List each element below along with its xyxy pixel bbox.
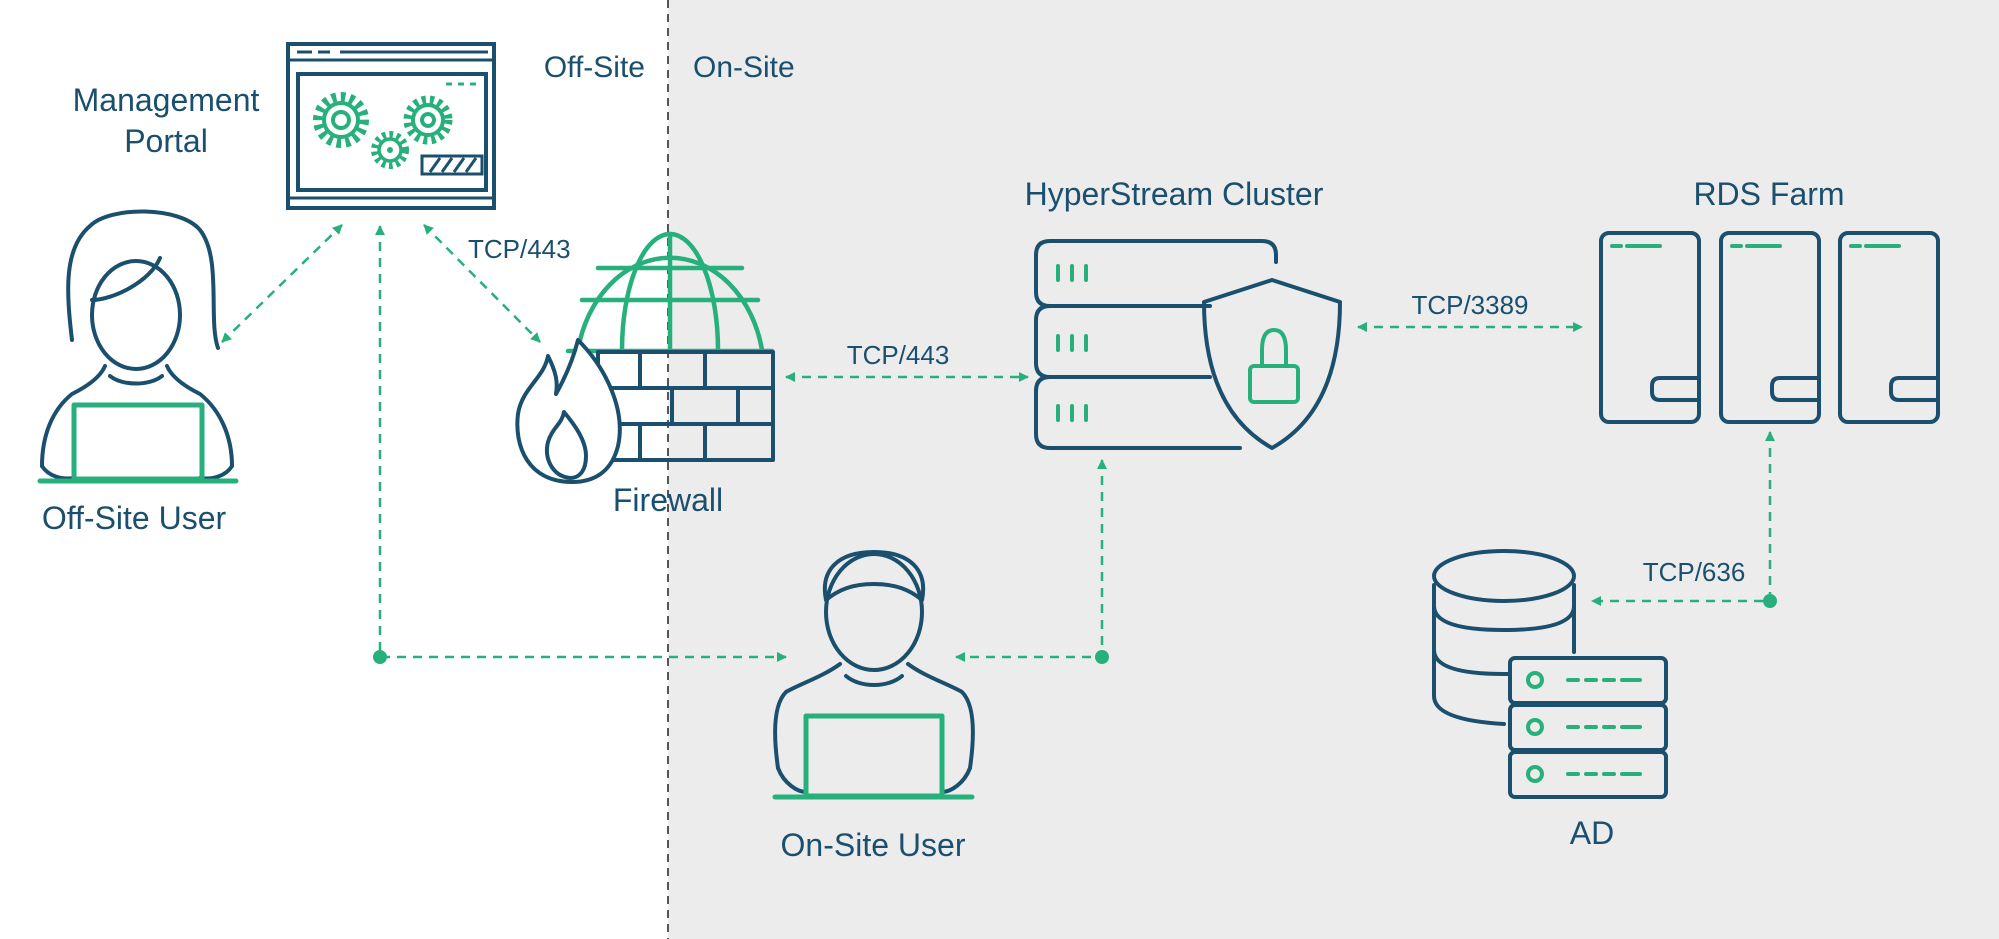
onsite-user-label: On-Site User (781, 827, 966, 863)
rds-farm-icon (1599, 231, 1940, 424)
management-portal-label-line1: Management (73, 82, 260, 118)
cluster-rds-protocol: TCP/3389 (1411, 290, 1528, 320)
ad-database-icon (1432, 549, 1668, 799)
ad-rds-protocol: TCP/636 (1643, 557, 1746, 587)
firewall-icon (515, 231, 775, 484)
hyperstream-cluster-icon (1034, 239, 1342, 450)
ad-label: AD (1570, 815, 1614, 851)
arrow-offsite-user-portal (221, 224, 343, 343)
rds-farm-label: RDS Farm (1693, 176, 1844, 212)
junction-dot (1763, 594, 1777, 608)
offsite-zone-label: Off-Site (544, 51, 645, 84)
junction-dot (1095, 650, 1109, 664)
onsite-zone (668, 0, 1999, 939)
offsite-user-label: Off-Site User (42, 500, 227, 536)
junction-dot (373, 650, 387, 664)
management-portal-label-line2: Portal (124, 123, 208, 159)
onsite-zone-label: On-Site (693, 51, 795, 84)
firewall-label: Firewall (613, 482, 723, 518)
onsite-user-icon (772, 550, 975, 800)
offsite-user-icon (37, 209, 239, 484)
management-portal-icon (286, 42, 496, 210)
hyperstream-cluster-label: HyperStream Cluster (1025, 176, 1324, 212)
firewall-cluster-protocol: TCP/443 (847, 340, 950, 370)
portal-firewall-protocol: TCP/443 (468, 234, 571, 264)
